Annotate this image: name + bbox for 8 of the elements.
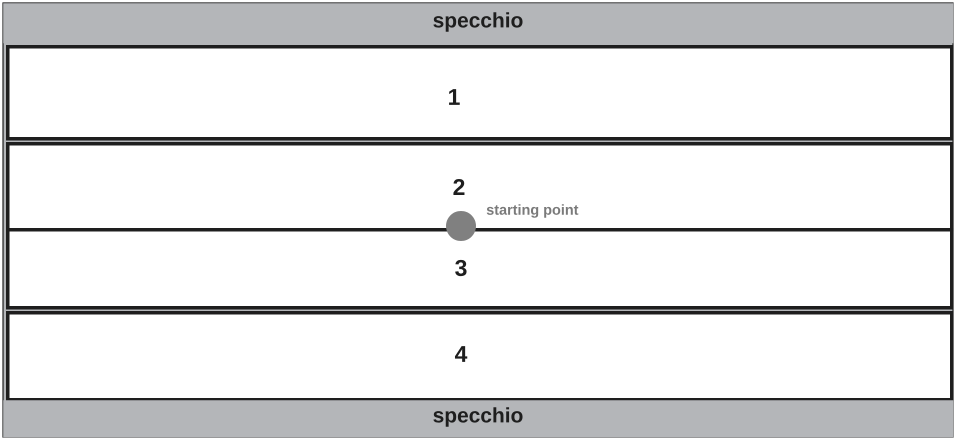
mirror-band: specchio [3,400,954,438]
node-label: specchio [433,12,523,32]
mirror-band: specchio [3,3,954,44]
lane-box: 4 [6,311,954,402]
lane-box: 1 [6,45,954,140]
start-dot [446,211,476,241]
lane-box: 3 [6,228,954,310]
point-label: starting point [486,204,578,218]
